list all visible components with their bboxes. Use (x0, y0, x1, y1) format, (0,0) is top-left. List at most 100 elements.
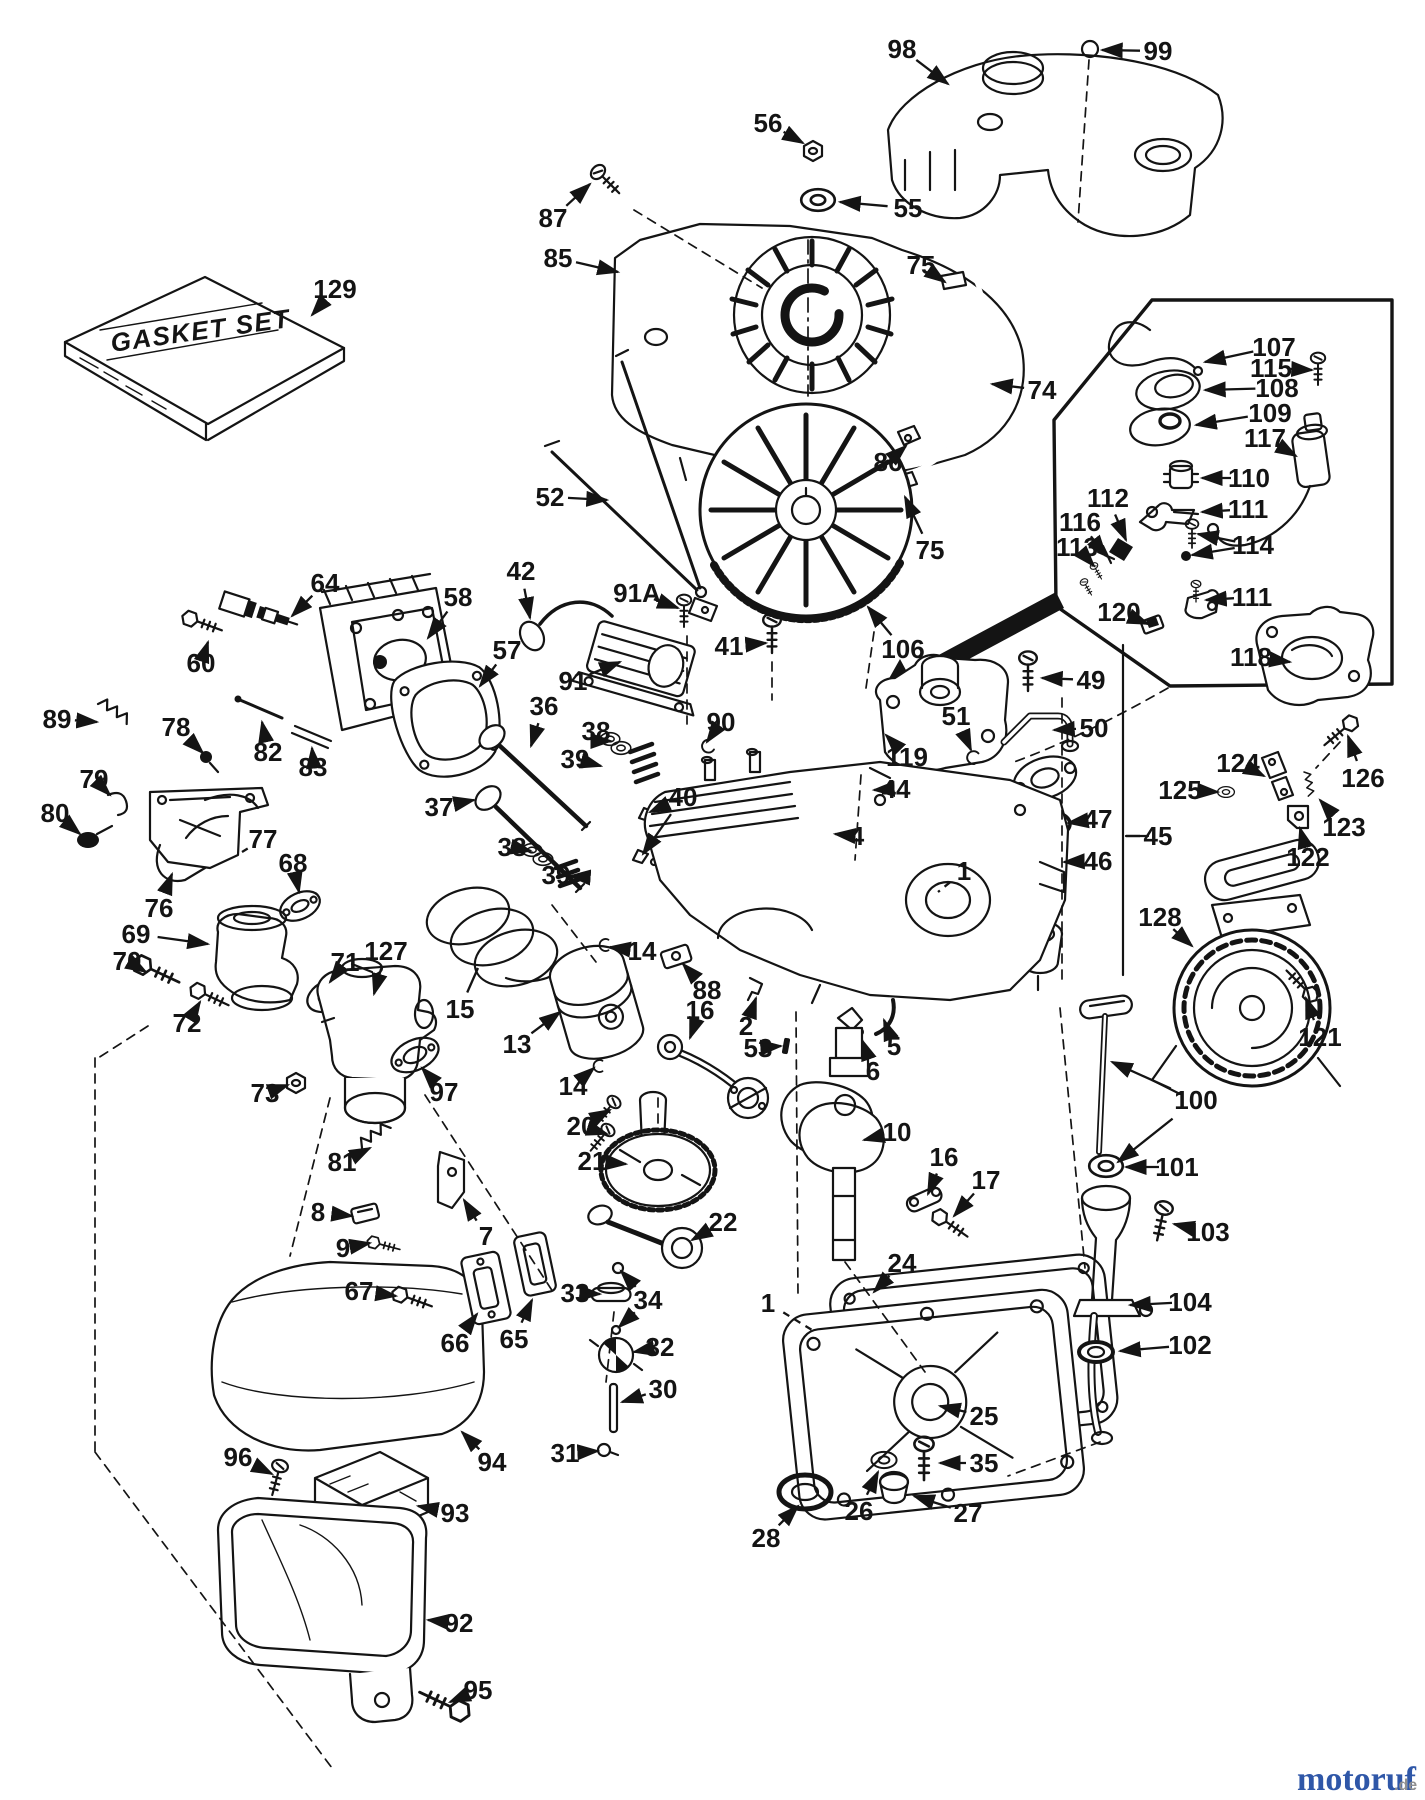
leader-112 (1110, 514, 1128, 543)
callout-80: 80 (41, 798, 70, 828)
leader-116 (1087, 534, 1108, 558)
leader-9 (348, 1238, 373, 1255)
callout-106: 106 (881, 634, 924, 664)
leader-31 (576, 1444, 601, 1461)
leader-93 (415, 1501, 440, 1518)
leader-102 (1117, 1341, 1170, 1358)
callout-78: 78 (162, 712, 191, 742)
leader-14 (607, 941, 632, 958)
callout-22: 22 (709, 1207, 738, 1237)
strip-83 (290, 724, 333, 750)
leader-10 (861, 1127, 887, 1143)
leader-30 (619, 1388, 647, 1404)
leader-26 (861, 1469, 880, 1496)
callout-25: 25 (970, 1401, 999, 1431)
callout-113: 113 (1056, 532, 1098, 562)
callout-17: 17 (972, 1165, 1001, 1195)
leader-51 (955, 727, 973, 753)
callout-8: 8 (311, 1197, 325, 1227)
leader-71 (328, 960, 349, 984)
callout-73: 73 (251, 1078, 280, 1108)
leader-75 (903, 494, 924, 535)
callout-70: 70 (113, 946, 142, 976)
gasket-set-package (63, 275, 346, 442)
leader-91 (589, 660, 623, 678)
cover-gasket-109 (1129, 407, 1191, 447)
cap-31 (596, 1442, 620, 1458)
clamp-8 (350, 1202, 381, 1225)
callout-38: 38 (498, 832, 527, 862)
leader-56 (781, 125, 805, 145)
ignition-inset-box (878, 298, 1394, 707)
callout-108: 108 (1255, 373, 1298, 403)
callout-4: 4 (850, 821, 865, 851)
fuel-line-74 (890, 270, 992, 492)
callout-111: 111 (1232, 582, 1273, 612)
leader-21 (604, 1154, 629, 1171)
callout-128: 128 (1138, 902, 1181, 932)
fuel-tank (886, 50, 1224, 238)
callout-92: 92 (445, 1608, 474, 1638)
leader-1 (937, 881, 951, 893)
leader-81 (347, 1146, 373, 1165)
screw-78 (200, 751, 220, 774)
leader-55 (837, 195, 888, 212)
bolt-60 (178, 608, 226, 638)
air-cleaner-body-92 (216, 1496, 428, 1724)
callout-94: 94 (478, 1447, 507, 1477)
speed-control-bracket-77 (148, 786, 270, 870)
leader-1 (782, 1311, 813, 1331)
washer-125 (1216, 785, 1236, 799)
leader-66 (458, 1312, 479, 1336)
leader-79 (89, 774, 112, 797)
leader-5 (882, 1017, 899, 1043)
leader-94 (460, 1430, 483, 1453)
callout-98: 98 (888, 34, 917, 64)
leader-96 (249, 1457, 275, 1476)
leader-20 (587, 1108, 613, 1128)
leader-52 (567, 490, 610, 507)
callout-69: 69 (122, 919, 151, 949)
brake-link-124 (1260, 750, 1295, 802)
callout-45: 45 (1144, 821, 1173, 851)
piston-13 (548, 944, 645, 1060)
callout-42: 42 (507, 556, 536, 586)
leader-67 (374, 1285, 399, 1302)
leader-113 (1074, 545, 1096, 568)
screw-20a (590, 1092, 624, 1129)
flywheel (698, 402, 914, 624)
leader-111 (1203, 590, 1235, 607)
callout-114: 114 (1232, 530, 1274, 560)
breaker-arm-111 (1138, 502, 1200, 532)
callout-126: 126 (1341, 763, 1384, 793)
oil-fill-tube-104 (1072, 1184, 1154, 1446)
leader-40 (647, 796, 673, 814)
callout-7: 7 (479, 1221, 493, 1251)
leader-22 (690, 1222, 714, 1242)
callout-30: 30 (649, 1374, 678, 1404)
callout-110: 110 (1228, 463, 1270, 493)
callout-35: 35 (970, 1448, 999, 1478)
callout-74: 74 (1028, 375, 1057, 405)
leader-99 (1099, 42, 1141, 59)
callout-15: 15 (446, 994, 475, 1024)
leader-6 (860, 1037, 877, 1063)
callout-71: 71 (331, 947, 360, 977)
leader-108 (1202, 381, 1256, 398)
washer-114 (1181, 551, 1191, 561)
callout-24: 24 (888, 1248, 917, 1278)
leader-89 (74, 712, 100, 729)
screw-87 (587, 161, 626, 200)
callout-50: 50 (1080, 713, 1109, 743)
callout-13: 13 (503, 1029, 532, 1059)
callout-76: 76 (145, 893, 174, 923)
leader-78 (182, 732, 205, 755)
callout-95: 95 (464, 1675, 493, 1705)
ignition-coil (571, 620, 696, 717)
washer-34b (610, 1324, 622, 1336)
oring-101 (1087, 1153, 1125, 1179)
dipstick-100 (1079, 994, 1133, 1155)
leader-17 (952, 1192, 975, 1218)
